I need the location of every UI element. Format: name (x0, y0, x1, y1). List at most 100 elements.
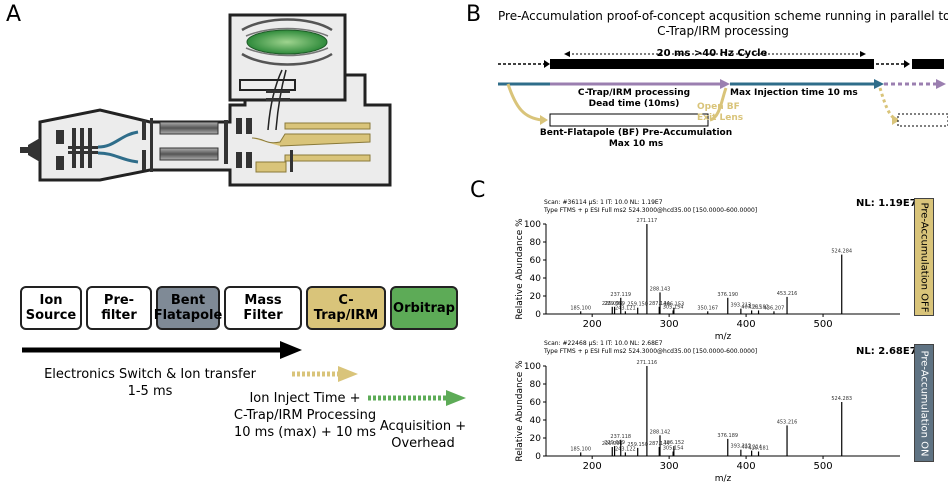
y-tick-label: 80 (530, 380, 542, 390)
inject-arrowhead (338, 366, 358, 382)
peak-label: 416.182 (748, 304, 769, 310)
top-tab-text: Pre-Accumulation OFF (918, 202, 930, 312)
gold-next-head (892, 115, 900, 125)
stage-pre-filter: Pre-filter (86, 286, 152, 330)
cycle-bar (550, 59, 874, 69)
y-tick-label: 100 (524, 220, 541, 230)
bottom-spectrum-header: Scan: #22468 µS: 1 IT: 10.0 NL: 2.68E7 T… (544, 340, 757, 356)
scheme-title: Pre-Accumulation proof-of-concept acqusi… (498, 9, 948, 39)
peak-label: 271.117 (637, 218, 658, 224)
peak-label: 524.284 (831, 249, 852, 255)
peak-label: 393.213 (731, 303, 752, 309)
timeline-arrows (22, 341, 466, 406)
peak-label: 453.216 (777, 419, 798, 425)
dead-time-label: C-Trap/IRM processing Dead time (10ms) (554, 88, 714, 110)
scheme-title-line2: C-Trap/IRM processing (657, 24, 789, 38)
y-tick-label: 40 (530, 274, 542, 284)
peak-label: 407.214 (741, 445, 762, 451)
acquisition-scheme (498, 51, 948, 127)
purple-head (720, 79, 730, 89)
peak-label: 226.096 (602, 301, 623, 307)
x-tick-label: 500 (813, 461, 832, 472)
x-axis-label: m/z (715, 474, 732, 484)
peak-label: 306.153 (664, 302, 685, 308)
peak-label: 229.099 (604, 440, 625, 446)
x-tick-label: 400 (737, 319, 756, 330)
open-bf-label: Open BF Exit Lens (697, 102, 743, 124)
peak-label: 524.283 (831, 396, 852, 402)
cycle-label: 20 ms >40 Hz Cycle (656, 48, 768, 59)
step-acquisition: Acquisition + Overhead (368, 418, 478, 452)
peak-label: 237.119 (610, 292, 631, 298)
purple-tail-head (936, 79, 946, 89)
exit-lens-text: Exit Lens (697, 113, 744, 123)
panel-label-c: C (470, 178, 486, 203)
bottom-tab-text: Pre-Accumulation ON (918, 350, 930, 456)
stage-mass-filter: Mass Filter (224, 286, 302, 330)
y-tick-label: 20 (530, 292, 542, 302)
gold-curve-in-head (540, 115, 548, 125)
pre-accumulation-on-tab: Pre-Accumulation ON (914, 344, 934, 462)
pre-accumulation-off-tab: Pre-Accumulation OFF (914, 198, 934, 316)
stage-ctrap-irm: C-Trap/IRM (306, 286, 386, 330)
panel-label-b: B (466, 2, 482, 27)
stage-label: Mass Filter (243, 293, 283, 323)
x-tick-label: 200 (583, 461, 602, 472)
peak-label: 306.152 (664, 440, 685, 446)
step-transfer: Electronics Switch & Ion transfer 1-5 ms (40, 366, 260, 400)
peak-label: 288.142 (650, 429, 671, 435)
bottom-type-text: Type FTMS + p ESI Full ms2 524.3000@hcd3… (544, 348, 758, 355)
scheme-title-line1: Pre-Accumulation proof-of-concept acqusi… (498, 9, 948, 23)
max-injection-label: Max Injection time 10 ms (730, 88, 858, 98)
peak-label: 185.100 (570, 305, 591, 311)
step-transfer-sub: 1-5 ms (127, 384, 173, 399)
gold-curve-next (878, 87, 899, 122)
stage-label: Pre-filter (101, 293, 137, 323)
peak-label: 407.215 (741, 304, 762, 310)
instrument-schematic (20, 13, 392, 187)
y-tick-label: 0 (535, 310, 541, 320)
step-acquisition-line1: Acquisition + (379, 419, 467, 434)
y-tick-label: 60 (530, 398, 542, 408)
peak-label: 393.212 (731, 444, 752, 450)
peak-label: 453.216 (777, 291, 798, 297)
preacc-box-next (897, 113, 948, 127)
stage-orbitrap: Orbitrap (390, 286, 458, 330)
peak-label: 376.190 (717, 292, 738, 298)
open-bf-text: Open BF (697, 102, 740, 112)
x-tick-label: 500 (813, 319, 832, 330)
step-inject-line2: C-Trap/IRM Processing (233, 408, 377, 423)
bottom-scan-text: Scan: #22468 µS: 1 IT: 10.0 NL: 2.68E7 (544, 340, 663, 347)
cycle-dim-left (564, 51, 570, 57)
peak-label: 243.121 (615, 305, 636, 311)
y-tick-label: 40 (530, 416, 542, 426)
step-inject-line1: Ion Inject Time + (249, 391, 361, 406)
x-tick-label: 200 (583, 319, 602, 330)
acquisition-arrowhead (446, 390, 466, 406)
cycle-lead-head (544, 60, 550, 68)
peak-label: 237.118 (610, 434, 631, 440)
peak-label: 288.143 (650, 286, 671, 292)
step-inject-line3: 10 ms (max) + 10 ms (234, 425, 376, 440)
stage-label: Ion Source (25, 293, 77, 323)
peak-label: 185.100 (570, 446, 591, 452)
peak-label: 350.167 (697, 305, 718, 311)
x-axis-label: m/z (715, 332, 732, 342)
peak-label: 243.122 (615, 446, 636, 452)
peak-label: 229.099 (604, 301, 625, 307)
y-tick-label: 0 (535, 452, 541, 462)
y-tick-label: 80 (530, 238, 542, 248)
peak-label: 436.207 (764, 305, 785, 311)
stage-label: Bent Flatapole (153, 293, 223, 323)
transfer-arrowhead (280, 341, 302, 359)
stage-ion-source: Ion Source (20, 286, 82, 330)
y-axis-label: Relative Abundance % (515, 218, 525, 320)
gold-curve-out (709, 87, 728, 122)
bf-preacc-text: Bent-Flatapole (BF) Pre-Accumulation (539, 128, 733, 138)
y-tick-label: 20 (530, 434, 542, 444)
bottom-nl-label: NL: 2.68E7 (856, 346, 917, 357)
bf-preacc-label: Bent-Flatapole (BF) Pre-Accumulation Max… (526, 128, 746, 150)
peak-label: 376.189 (717, 433, 738, 439)
top-nl-label: NL: 1.19E7 (856, 198, 917, 209)
